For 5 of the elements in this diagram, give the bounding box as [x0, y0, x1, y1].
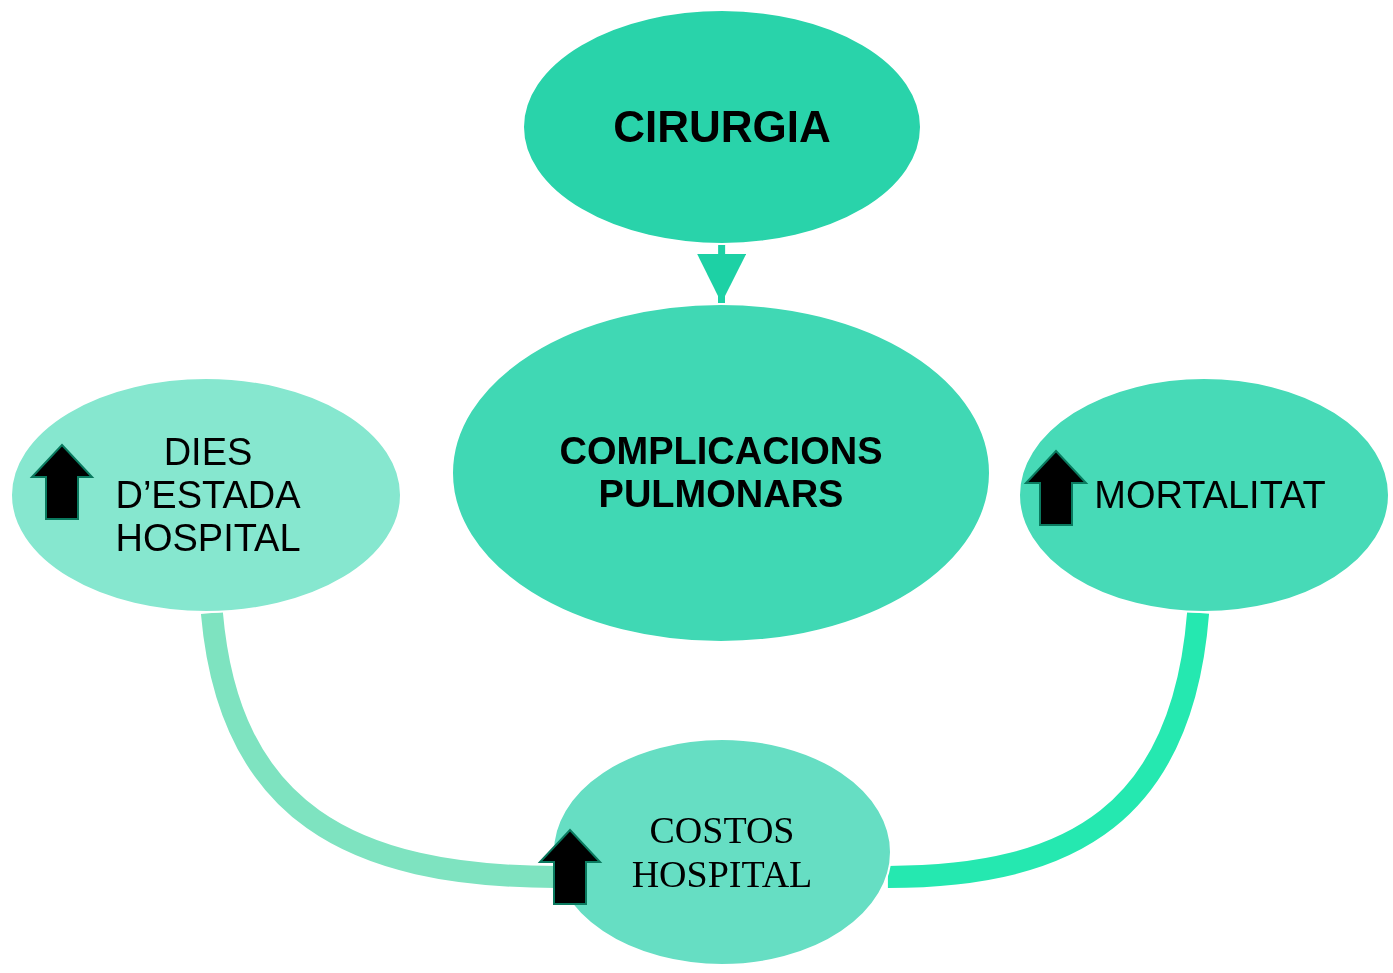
node-label: CIRURGIA	[612, 102, 832, 152]
node-label: MORTALITAT	[1093, 473, 1327, 517]
node-label: COMPLICACIONS PULMONARS	[558, 430, 884, 516]
node-label: COSTOS HOSPITAL	[630, 808, 814, 896]
node-label: DIES D’ESTADA HOSPITAL	[114, 430, 302, 560]
